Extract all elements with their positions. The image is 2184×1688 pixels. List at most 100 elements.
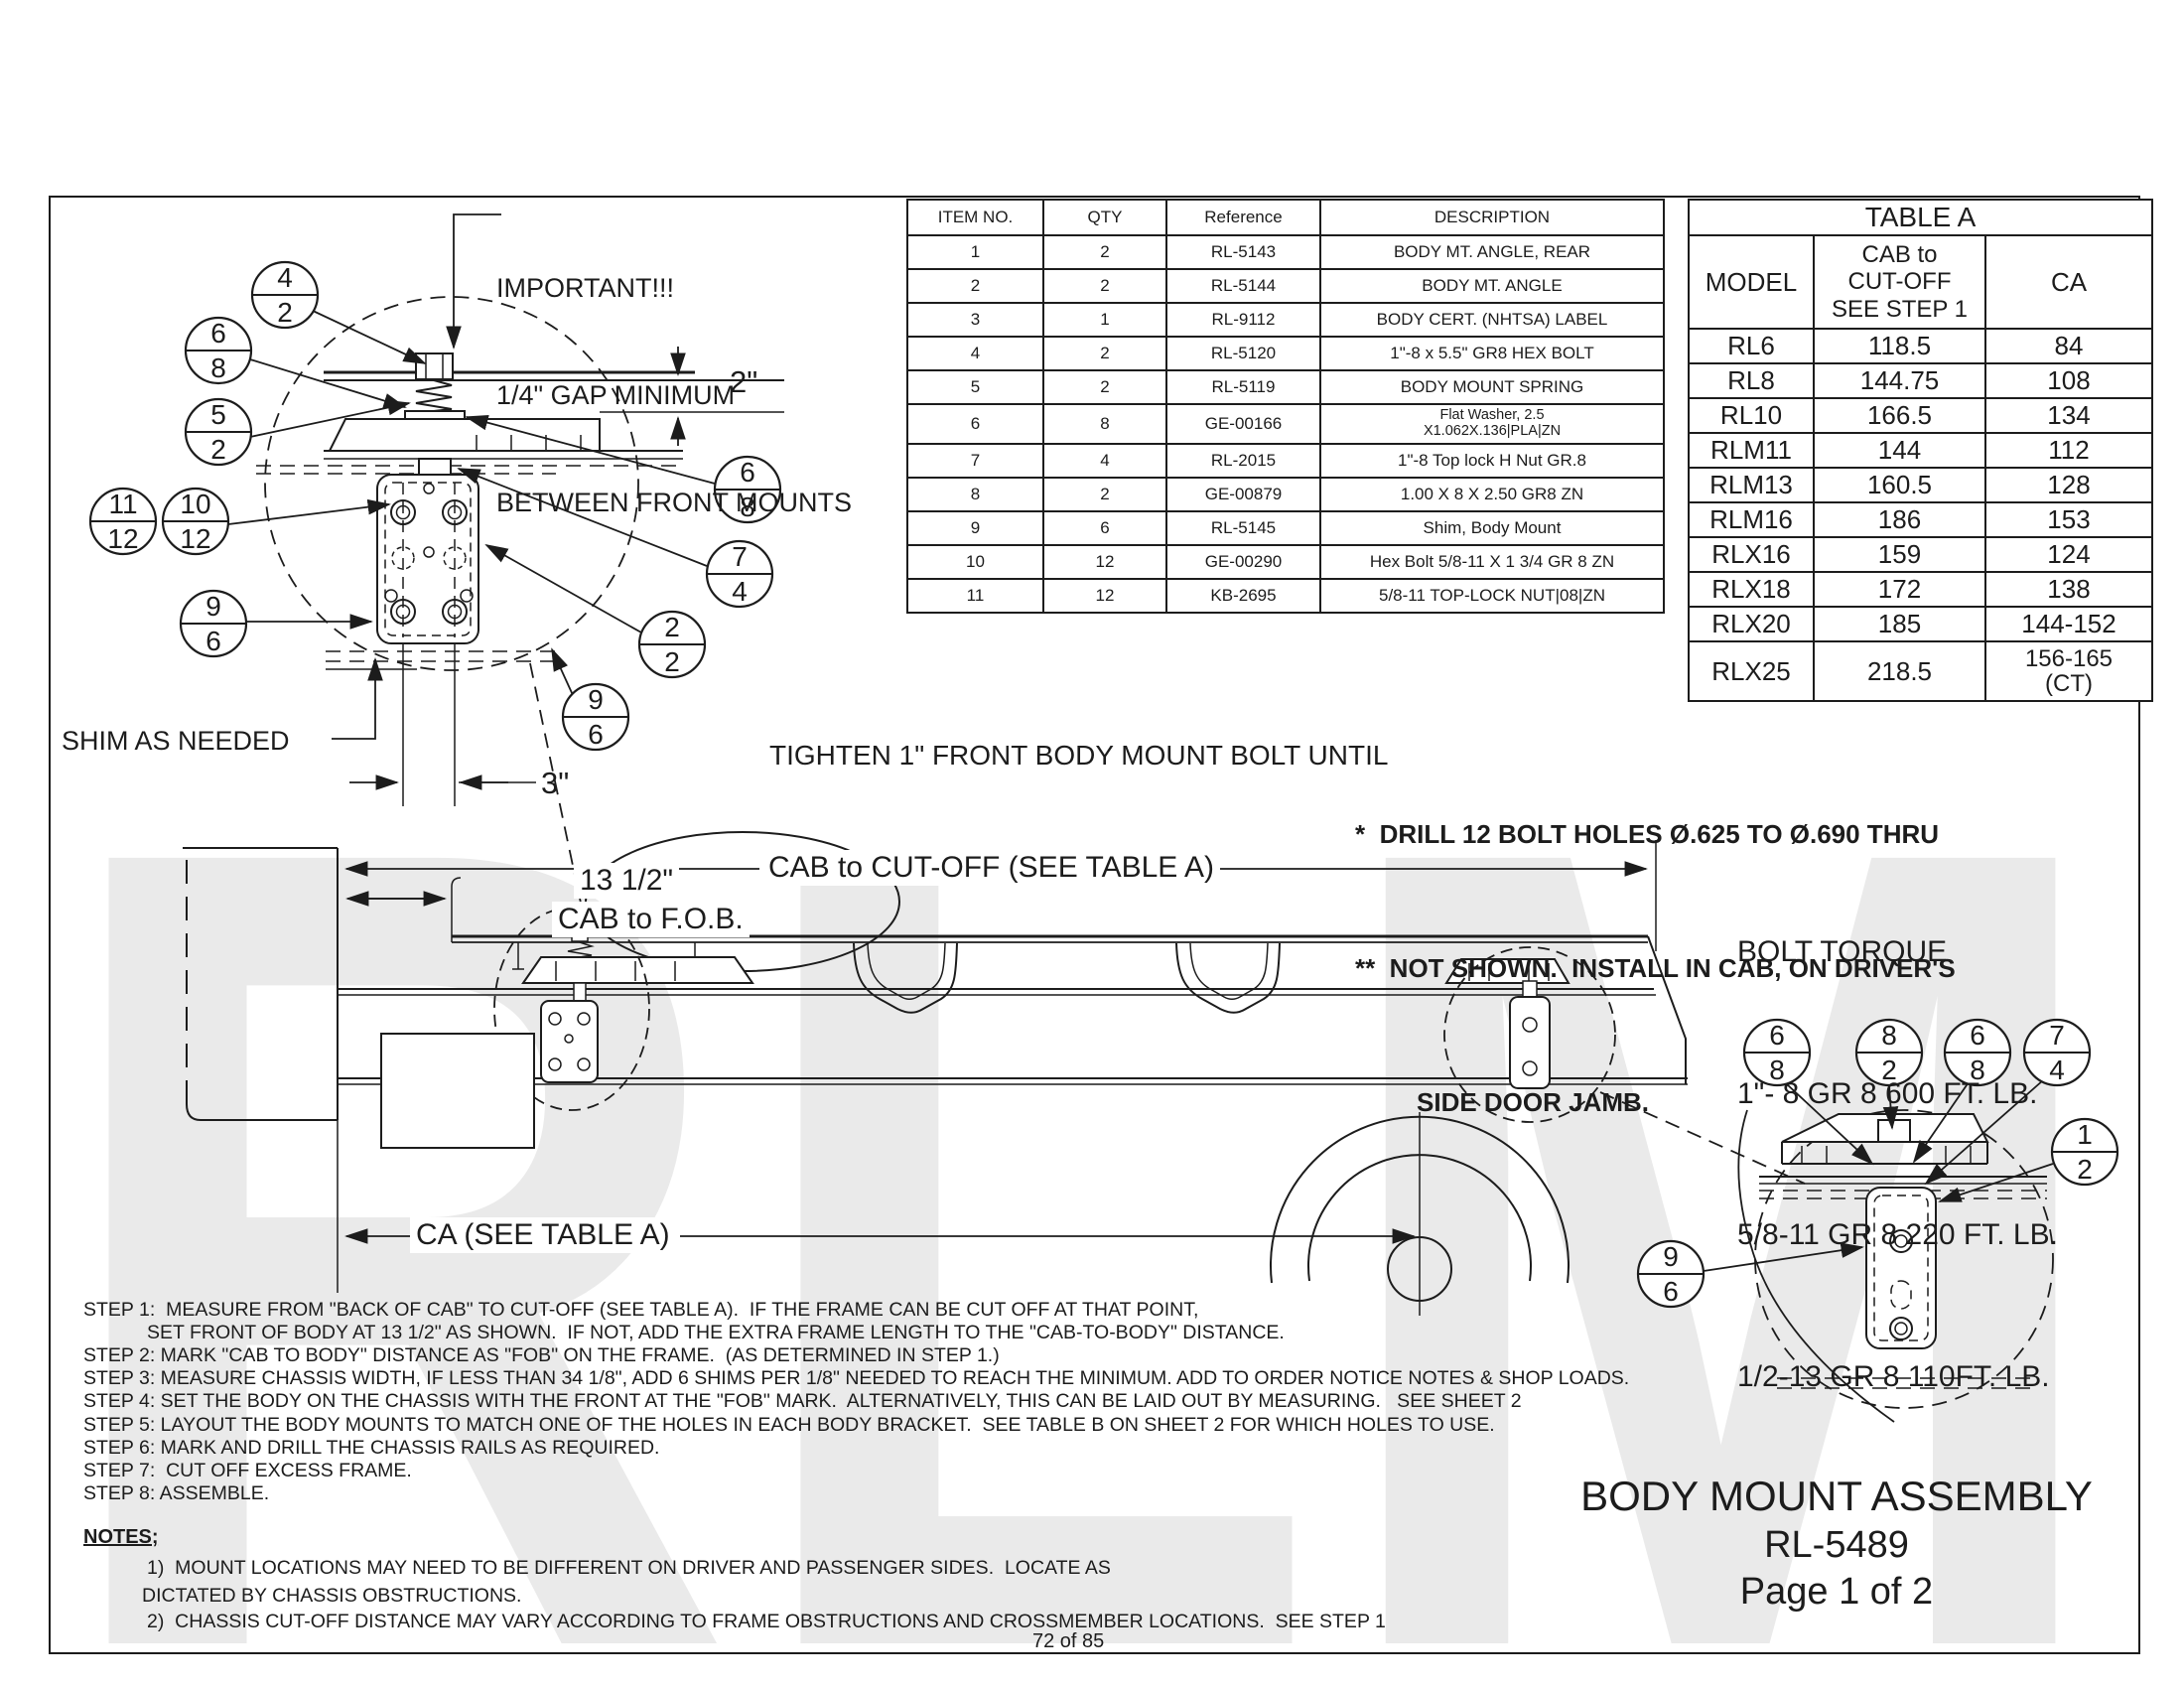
svg-text:6: 6 [1663,1276,1679,1307]
drill-line1: * DRILL 12 BOLT HOLES Ø.625 TO Ø.690 THR… [1355,819,1940,849]
step-2: STEP 2: MARK "CAB TO BODY" DISTANCE AS "… [83,1344,1000,1366]
svg-text:6: 6 [588,719,604,750]
svg-text:6: 6 [740,457,755,488]
col-item: ITEM NO. [906,199,1044,236]
balloon: 96 [561,682,630,752]
torque-title: BOLT TORQUE [1737,935,1948,968]
ca-label: CA (SEE TABLE A) [410,1217,676,1253]
balloon: 68 [1742,1018,1812,1087]
note-1a: 1) MOUNT LOCATIONS MAY NEED TO BE DIFFER… [147,1557,1111,1579]
detail-circle [264,296,639,671]
svg-text:6: 6 [1769,1020,1785,1051]
svg-text:6: 6 [1970,1020,1985,1051]
table-a-header: MODEL CAB to CUT-OFF SEE STEP 1 CA [1688,234,2153,330]
dim-3in-label: 3" [541,766,570,800]
balloon: 22 [637,610,707,679]
shim-label: SHIM AS NEEDED [62,726,290,756]
dim-2in-label: 2" [730,364,758,399]
important-line3: BETWEEN FRONT MOUNTS [496,488,853,517]
detail-circle [1754,1109,2054,1409]
step-1b: SET FRONT OF BODY AT 13 1/2" AS SHOWN. I… [147,1322,1285,1343]
svg-text:6: 6 [210,318,226,349]
col-qty: QTY [1042,199,1167,236]
step-3: STEP 3: MEASURE CHASSIS WIDTH, IF LESS T… [83,1367,1630,1389]
balloon: 74 [705,539,774,609]
svg-text:10: 10 [180,489,210,519]
cab-cutoff-label: CAB to CUT-OFF (SEE TABLE A) [762,850,1220,886]
svg-text:2: 2 [2077,1154,2093,1185]
step-8: STEP 8: ASSEMBLE. [83,1482,270,1504]
front-mount-detail [227,213,784,909]
important-line1: IMPORTANT!!! [496,273,675,303]
col-desc: DESCRIPTION [1319,199,1665,236]
svg-text:8: 8 [740,492,755,522]
svg-text:2: 2 [664,612,680,642]
svg-text:9: 9 [205,591,221,622]
balloon: 12 [2050,1117,2119,1187]
svg-text:1: 1 [2077,1119,2093,1150]
note-2: 2) CHASSIS CUT-OFF DISTANCE MAY VARY ACC… [147,1611,1386,1632]
svg-text:12: 12 [180,523,210,554]
balloon: 74 [2022,1018,2092,1087]
svg-text:7: 7 [2049,1020,2065,1051]
svg-text:2: 2 [1881,1055,1897,1085]
fob-value-label: 13 1/2" [574,863,680,899]
svg-text:11: 11 [108,489,137,519]
drawing-title: BODY MOUNT ASSEMBLY [1580,1473,2093,1519]
svg-text:6: 6 [205,626,221,656]
balloon: 96 [1636,1239,1706,1309]
tighten-line1: TIGHTEN 1" FRONT BODY MOUNT BOLT UNTIL [769,740,1389,771]
table-a-title: TABLE A [1688,199,2153,236]
svg-text:8: 8 [1881,1020,1897,1051]
svg-text:2: 2 [664,646,680,677]
svg-text:2: 2 [210,434,226,465]
fob-label: CAB to F.O.B. [552,902,750,937]
note-1b: DICTATED BY CHASSIS OBSTRUCTIONS. [142,1585,522,1607]
svg-text:12: 12 [107,523,138,554]
balloon: 68 [713,455,782,524]
step-6: STEP 6: MARK AND DRILL THE CHASSIS RAILS… [83,1437,660,1459]
svg-text:8: 8 [210,352,226,383]
drawing-number: RL-5489 [1764,1524,1909,1566]
balloon: 42 [250,260,320,330]
col-ref: Reference [1165,199,1321,236]
balloon: 68 [184,316,253,385]
rear-mount-detail [1703,1079,2054,1423]
svg-text:5: 5 [210,399,226,430]
svg-text:4: 4 [2049,1055,2065,1085]
col-ca: CA [1984,234,2153,330]
important-line2: 1/4" GAP MINIMUM [496,380,736,410]
step-1a: STEP 1: MEASURE FROM "BACK OF CAB" TO CU… [83,1299,1199,1321]
table-a-wrap: TABLE A MODEL CAB to CUT-OFF SEE STEP 1 … [1688,199,2153,702]
svg-text:7: 7 [732,541,748,572]
torque-line2: 5/8-11 GR 8 220 FT. LB. [1737,1218,2058,1251]
drill-line3: SIDE DOOR JAMB. [1417,1087,1650,1117]
svg-text:9: 9 [588,684,604,715]
balloon: 52 [184,397,253,467]
balloon: 68 [1943,1018,2012,1087]
table-a: TABLE A MODEL CAB to CUT-OFF SEE STEP 1 … [1688,199,2153,702]
